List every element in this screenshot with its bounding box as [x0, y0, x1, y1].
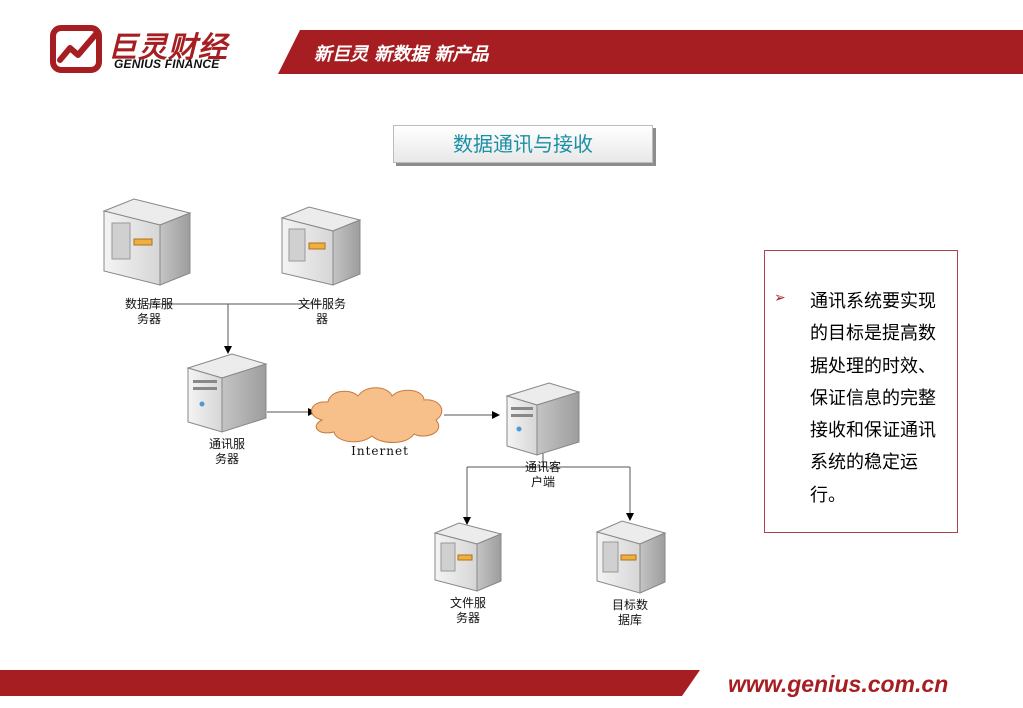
communication-server-icon [186, 353, 268, 433]
label-communication-client: 通讯客户端 [524, 460, 561, 489]
header-slogan: 新巨灵 新数据 新产品 [314, 44, 489, 65]
info-text: 通讯系统要实现的目标是提高数据处理的时效、保证信息的完整接收和保证通讯系统的稳定… [810, 291, 936, 506]
footer-banner [0, 670, 700, 696]
header-banner [278, 30, 1023, 74]
label-internet: Internet [351, 444, 409, 458]
slide-title: 数据通讯与接收 [393, 125, 653, 163]
logo-english: GENIUS FINANCE [114, 57, 220, 71]
info-box [764, 250, 958, 533]
database-server-icon [102, 198, 192, 286]
communication-client-icon [505, 382, 581, 456]
file-server-bottom-icon [433, 522, 503, 592]
internet-cloud-icon [311, 387, 443, 443]
label-file-server-top: 文件服务器 [297, 297, 346, 326]
label-database-server: 数据库服务器 [124, 297, 173, 326]
footer-url: www.genius.com.cn [728, 671, 949, 697]
logo-chinese: 巨灵财经 [108, 30, 229, 64]
target-database-icon [595, 520, 667, 594]
label-file-server-bottom: 文件服务器 [449, 596, 486, 625]
label-target-database: 目标数据库 [611, 598, 648, 627]
logo-chart-icon [50, 25, 102, 73]
arrow-bullet-icon: ➢ [774, 290, 786, 306]
label-communication-server: 通讯服务器 [208, 437, 245, 466]
file-server-top-icon [280, 206, 362, 286]
